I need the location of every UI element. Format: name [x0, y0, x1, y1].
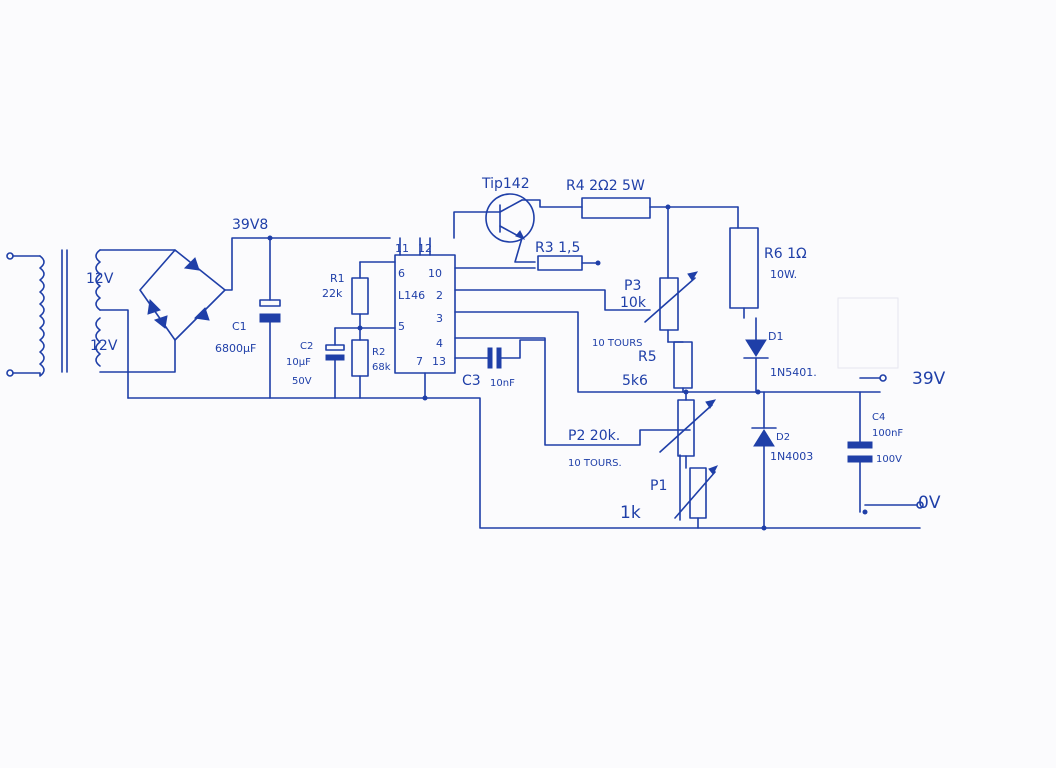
pin-7: 7	[416, 355, 423, 368]
p2-turns: 10 TOURS.	[568, 458, 622, 469]
resistor-r6: R6 1Ω 10W.	[729, 206, 807, 319]
potentiometer-p1: P1 1k	[620, 454, 719, 529]
p3-r5-chain: P3 10k 10 TOURS R5 5k6	[592, 206, 699, 393]
resistor-r2	[351, 339, 369, 377]
resistor-r4: R4 2Ω2 5W	[566, 178, 739, 219]
transformer: 12V 12V	[6, 249, 176, 399]
node-voltage-label: 39V8	[232, 217, 268, 233]
pin-11: 11	[395, 242, 409, 255]
resistor-r5	[673, 341, 693, 389]
pin-2: 2	[436, 289, 443, 302]
diode-arrow-4	[153, 315, 168, 329]
output-positive-label: 39V	[912, 369, 946, 389]
r1-value: 22k	[322, 287, 343, 300]
p1-ref: P1	[650, 478, 667, 494]
diode-arrow-3	[193, 307, 210, 321]
p1-value: 1k	[620, 503, 641, 523]
secondary-winding-1	[95, 249, 101, 311]
p3-value: 10k	[620, 295, 647, 311]
r3-label: R3 1,5	[535, 240, 580, 256]
diode-arrow-1	[183, 257, 200, 271]
c4-voltage: 100V	[876, 454, 902, 465]
c2-voltage: 50V	[292, 376, 312, 387]
r6-ref: R6 1Ω	[764, 246, 807, 262]
diode-arrow-2	[147, 298, 161, 315]
primary-winding	[39, 255, 45, 377]
c2-ref: C2	[300, 341, 313, 352]
divider-network: R1 22k C2 10µF 50V R2 68k	[286, 261, 396, 399]
p3-ref: P3	[624, 278, 641, 294]
output-terminal-pos	[879, 374, 887, 382]
r1-ref: R1	[330, 272, 345, 285]
potentiometer-p2: P2 20k. 10 TOURS.	[568, 389, 717, 469]
c4-value: 100nF	[872, 428, 903, 439]
transistor-label: Tip142	[481, 176, 530, 192]
transformer-core	[61, 249, 68, 373]
paper-shadow	[837, 297, 899, 369]
secondary-voltage-1: 12V	[86, 271, 114, 287]
input-terminal-bottom	[6, 369, 14, 377]
pin-10: 10	[428, 267, 442, 280]
pin-3: 3	[436, 312, 443, 325]
d1-value: 1N5401.	[770, 366, 817, 379]
r5-ref: R5	[638, 349, 657, 365]
capacitor-c4: C4 100nF 100V	[847, 391, 903, 515]
r6-value: 10W.	[770, 268, 797, 281]
resistor-r3: R3 1,5	[535, 240, 601, 271]
transistor-tip142: Tip142	[453, 176, 583, 263]
r2-value: 68k	[372, 362, 391, 373]
r2-ref: R2	[372, 347, 385, 358]
pin-13: 13	[432, 355, 446, 368]
c3-ref: C3	[462, 373, 481, 389]
capacitor-c3-plate-1	[487, 347, 493, 369]
transistor-body	[485, 193, 535, 243]
capacitor-c1: 39V8 C1 6800µF	[215, 217, 281, 399]
r4-label: R4 2Ω2 5W	[566, 178, 645, 194]
d2-ref: D2	[776, 432, 790, 443]
pin-4: 4	[436, 337, 443, 350]
output-ground-label: 0V	[918, 493, 941, 513]
secondary-voltage-2: 12V	[90, 338, 118, 354]
resistor-r1	[351, 277, 369, 315]
bridge-rectifier	[127, 237, 391, 373]
p2-label: P2 20k.	[568, 428, 620, 444]
capacitor-c2	[325, 344, 345, 351]
c1-ref: C1	[232, 320, 247, 333]
input-terminal-top	[6, 252, 14, 260]
diode-d1: D1 1N5401.	[743, 317, 817, 393]
diode-d2: D2 1N4003	[751, 391, 813, 531]
d2-value: 1N4003	[770, 450, 813, 463]
p3-turns: 10 TOURS	[592, 338, 643, 349]
c3-value: 10nF	[490, 378, 515, 389]
ic-label: L146	[398, 289, 425, 302]
c1-value: 6800µF	[215, 342, 256, 355]
secondary-winding-2	[95, 317, 101, 367]
pin-6: 6	[398, 267, 405, 280]
c4-ref: C4	[872, 412, 885, 423]
c2-value: 10µF	[286, 357, 311, 368]
d1-ref: D1	[768, 330, 783, 343]
pin-12: 12	[418, 242, 432, 255]
pin-5: 5	[398, 320, 405, 333]
ic-l146: 11 12 6 10 L146 2 5 3 4 7 13 C3 10nF	[394, 237, 761, 446]
potentiometer-p3	[659, 277, 679, 331]
r5-value: 5k6	[622, 373, 648, 389]
ground-rail	[127, 397, 921, 529]
